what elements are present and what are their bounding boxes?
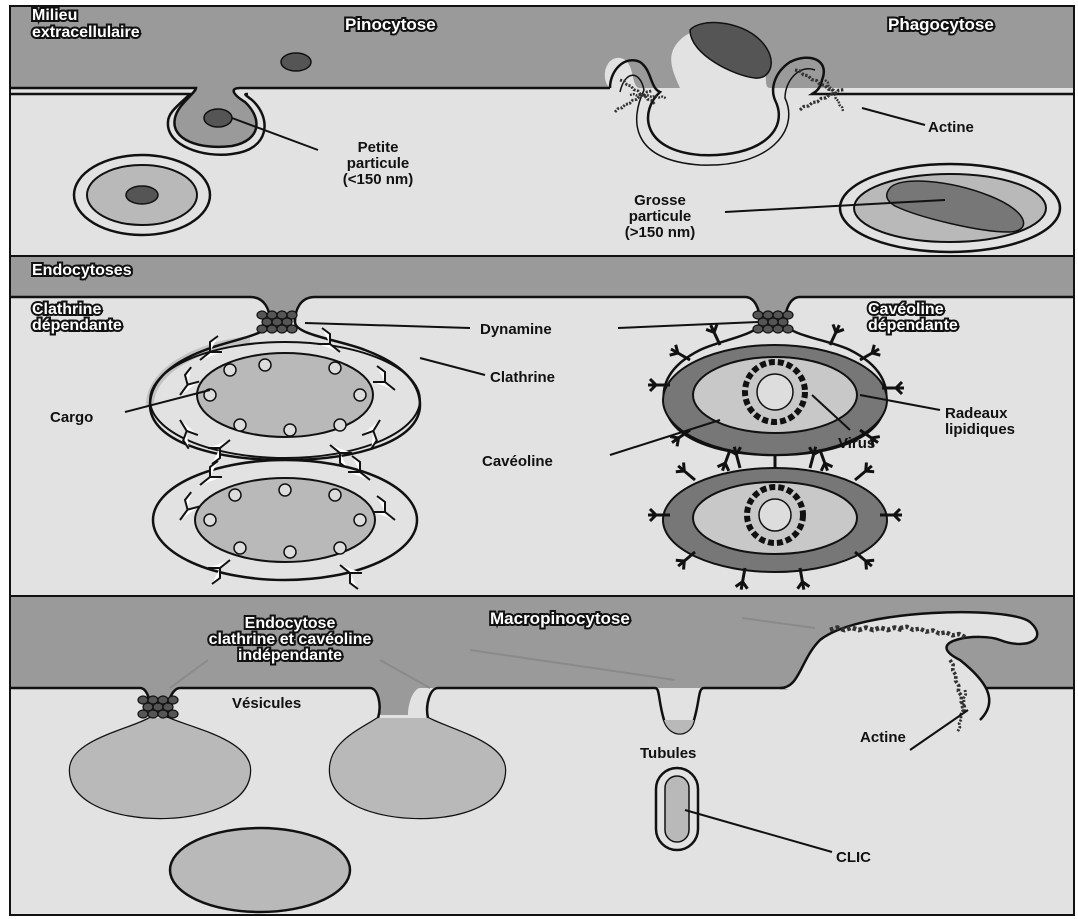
dynamin-ring-caveolin — [753, 311, 793, 333]
label-milieu-line2: extracellulaire — [32, 24, 140, 41]
label-grosse-line1: Grosse — [634, 192, 686, 209]
label-endo-line1: Endocytose — [245, 615, 336, 632]
clic-inner — [665, 776, 689, 842]
label-phagocytose: Phagocytose — [888, 15, 994, 34]
label-clic: CLIC — [836, 849, 871, 866]
free-vesicle — [170, 828, 350, 912]
panel-macropinocytose: Macropinocytose Endocytose clathrine et … — [10, 596, 1074, 915]
dynamin-ring-vesicle — [138, 696, 178, 718]
label-radeaux-line2: lipidiques — [945, 421, 1015, 438]
label-clathrine-dep-line2: dépendante — [32, 317, 122, 334]
label-vesicules: Vésicules — [232, 695, 301, 712]
pinocytic-particle — [126, 186, 158, 204]
label-pinocytose: Pinocytose — [345, 15, 436, 34]
small-particle-free — [281, 53, 311, 71]
panel-pinocytose-phagocytose: Milieu extracellulaire Pinocytose Phagoc… — [10, 6, 1074, 256]
label-virus: Virus — [838, 435, 875, 452]
label-endocytoses: Endocytoses — [32, 262, 132, 279]
label-actine-top: Actine — [928, 119, 974, 136]
label-caveoline-dep-line1: Cavéoline — [868, 301, 944, 318]
label-clathrine: Clathrine — [490, 369, 555, 386]
label-milieu-line1: Milieu — [32, 7, 77, 24]
label-tubules: Tubules — [640, 745, 696, 762]
label-petite-line3: (<150 nm) — [343, 171, 413, 188]
label-petite-line1: Petite — [358, 139, 399, 156]
small-particle-forming — [204, 109, 232, 127]
label-dynamine: Dynamine — [480, 321, 552, 338]
label-radeaux-line1: Radeaux — [945, 405, 1008, 422]
label-grosse-line2: particule — [629, 208, 692, 225]
dynamin-ring-clathrin — [257, 311, 297, 333]
panel-endocytoses: Endocytoses Clathrine dépendante Cavéoli… — [10, 256, 1074, 596]
label-clathrine-dep-line1: Clathrine — [32, 301, 101, 318]
label-petite-line2: particule — [347, 155, 410, 172]
label-cargo: Cargo — [50, 409, 93, 426]
label-endo-line2: clathrine et cavéoline — [209, 631, 372, 648]
label-endo-line3: indépendante — [238, 647, 342, 664]
label-grosse-line3: (>150 nm) — [625, 224, 695, 241]
label-caveoline: Cavéoline — [482, 453, 553, 470]
label-macropinocytose: Macropinocytose — [490, 609, 630, 628]
label-actine-bottom: Actine — [860, 729, 906, 746]
label-caveoline-dep-line2: dépendante — [868, 317, 958, 334]
